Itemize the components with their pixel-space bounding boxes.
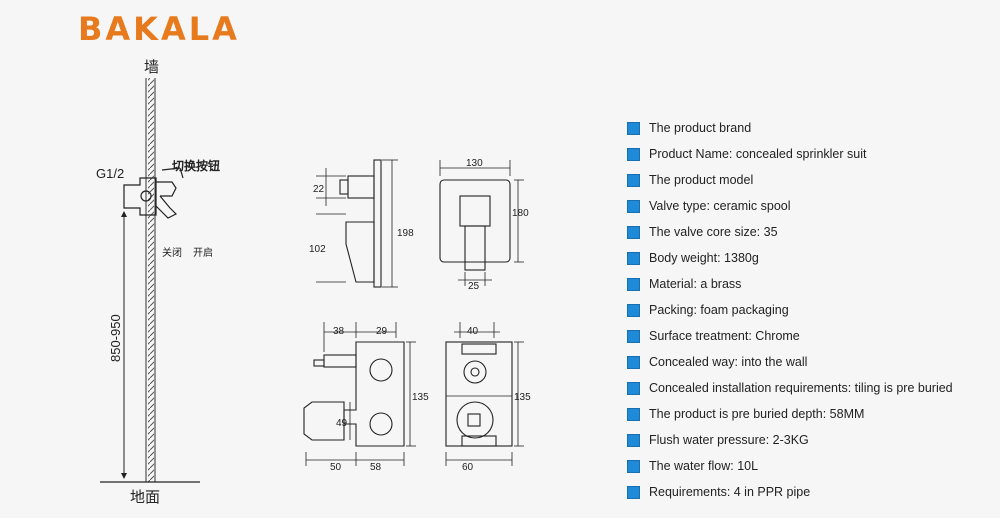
dim-40: 40 [467, 326, 479, 337]
dim-198: 198 [397, 228, 414, 239]
dim-25: 25 [468, 281, 480, 292]
bullet-square-icon [627, 329, 640, 343]
dim-180: 180 [512, 208, 529, 219]
spec-text: Flush water pressure: 2-3KG [649, 433, 809, 447]
dim-29: 29 [376, 326, 388, 337]
list-item: The valve core size: 35 [627, 219, 953, 245]
dim-58: 58 [370, 462, 382, 473]
list-item: Body weight: 1380g [627, 245, 953, 271]
dim-135-front: 135 [514, 392, 531, 403]
bullet-square-icon [627, 121, 640, 135]
wall-label: 墙 [144, 59, 159, 76]
bullet-square-icon [627, 303, 640, 317]
list-item: The product model [627, 167, 953, 193]
list-item: Concealed way: into the wall [627, 349, 953, 375]
list-item: Packing: foam packaging [627, 297, 953, 323]
bullet-square-icon [627, 381, 640, 395]
bullet-square-icon [627, 147, 640, 161]
bullet-square-icon [627, 277, 640, 291]
install-height-label: 850-950 [108, 314, 123, 362]
bullet-square-icon [627, 199, 640, 213]
open-label: 开启 [193, 246, 213, 259]
installation-elevation: 墙 G1/2 切换按钮 关闭 开启 850-950 地面 [96, 59, 220, 506]
valve-body-side-view [303, 322, 416, 466]
wall-hatch [148, 78, 154, 482]
list-item: Flush water pressure: 2-3KG [627, 427, 953, 453]
list-item: Surface treatment: Chrome [627, 323, 953, 349]
list-item: The product is pre buried depth: 58MM [627, 401, 953, 427]
dim-135-side: 135 [412, 392, 429, 403]
spec-text: The valve core size: 35 [649, 225, 778, 239]
bullet-square-icon [627, 355, 640, 369]
spec-text: The product brand [649, 121, 752, 135]
spec-text: Packing: foam packaging [649, 303, 789, 317]
mixer-valve-sketch [123, 167, 184, 219]
list-item: Valve type: ceramic spool [627, 193, 953, 219]
list-item: Requirements: 4 in PPR pipe [627, 479, 953, 505]
list-item: The product brand [627, 115, 953, 141]
spec-text: The water flow: 10L [649, 459, 759, 473]
spec-text: Valve type: ceramic spool [649, 199, 791, 213]
spec-text: Concealed way: into the wall [649, 355, 808, 369]
spec-text: Body weight: 1380g [649, 251, 759, 265]
bullet-square-icon [627, 407, 640, 421]
spec-text: Concealed installation requirements: til… [649, 381, 953, 395]
dim-50: 50 [330, 462, 342, 473]
list-item: Material: a brass [627, 271, 953, 297]
cover-plate-view [439, 160, 524, 286]
spec-text: Product Name: concealed sprinkler suit [649, 147, 867, 161]
spec-text: Material: a brass [649, 277, 742, 291]
bullet-square-icon [627, 485, 640, 499]
dim-22: 22 [313, 184, 325, 195]
floor-label: 地面 [130, 489, 160, 506]
list-item: Product Name: concealed sprinkler suit [627, 141, 953, 167]
bullet-square-icon [627, 433, 640, 447]
list-item: Concealed installation requirements: til… [627, 375, 953, 401]
dim-102: 102 [309, 244, 326, 255]
bullet-square-icon [627, 225, 640, 239]
spec-list: The product brand Product Name: conceale… [627, 115, 953, 505]
thread-size-label: G1/2 [96, 166, 124, 181]
spec-text: Surface treatment: Chrome [649, 329, 800, 343]
valve-body-front-view [445, 322, 524, 466]
list-item: The water flow: 10L [627, 453, 953, 479]
spec-text: The product model [649, 173, 754, 187]
brand-logo: BAKALA [78, 10, 240, 48]
bullet-square-icon [627, 251, 640, 265]
dim-49: 49 [336, 418, 348, 429]
close-label: 关闭 [162, 246, 182, 259]
dim-60: 60 [462, 462, 474, 473]
bullet-square-icon [627, 459, 640, 473]
dim-130: 130 [466, 158, 483, 169]
spec-text: Requirements: 4 in PPR pipe [649, 485, 811, 499]
switch-button-label: 切换按钮 [172, 158, 220, 173]
dim-38: 38 [333, 326, 345, 337]
handle-side-view [316, 159, 398, 288]
bullet-square-icon [627, 173, 640, 187]
spec-text: The product is pre buried depth: 58MM [649, 407, 865, 421]
